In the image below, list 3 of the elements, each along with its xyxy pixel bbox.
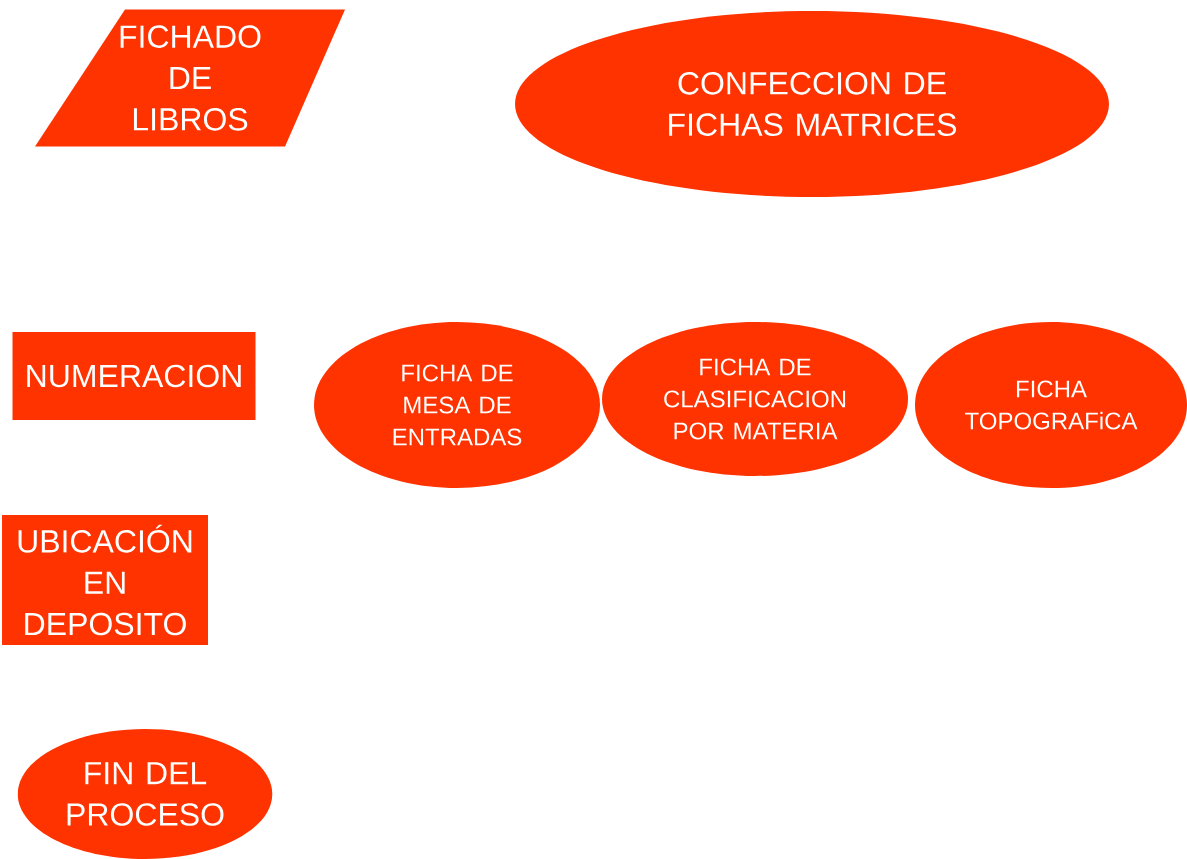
input-parallelogram: FICHADO DE LIBROS — [35, 9, 345, 147]
process-box: UBICACIÓN EN DEPOSITO — [2, 515, 208, 645]
process-box: NUMERACION — [12, 332, 256, 420]
